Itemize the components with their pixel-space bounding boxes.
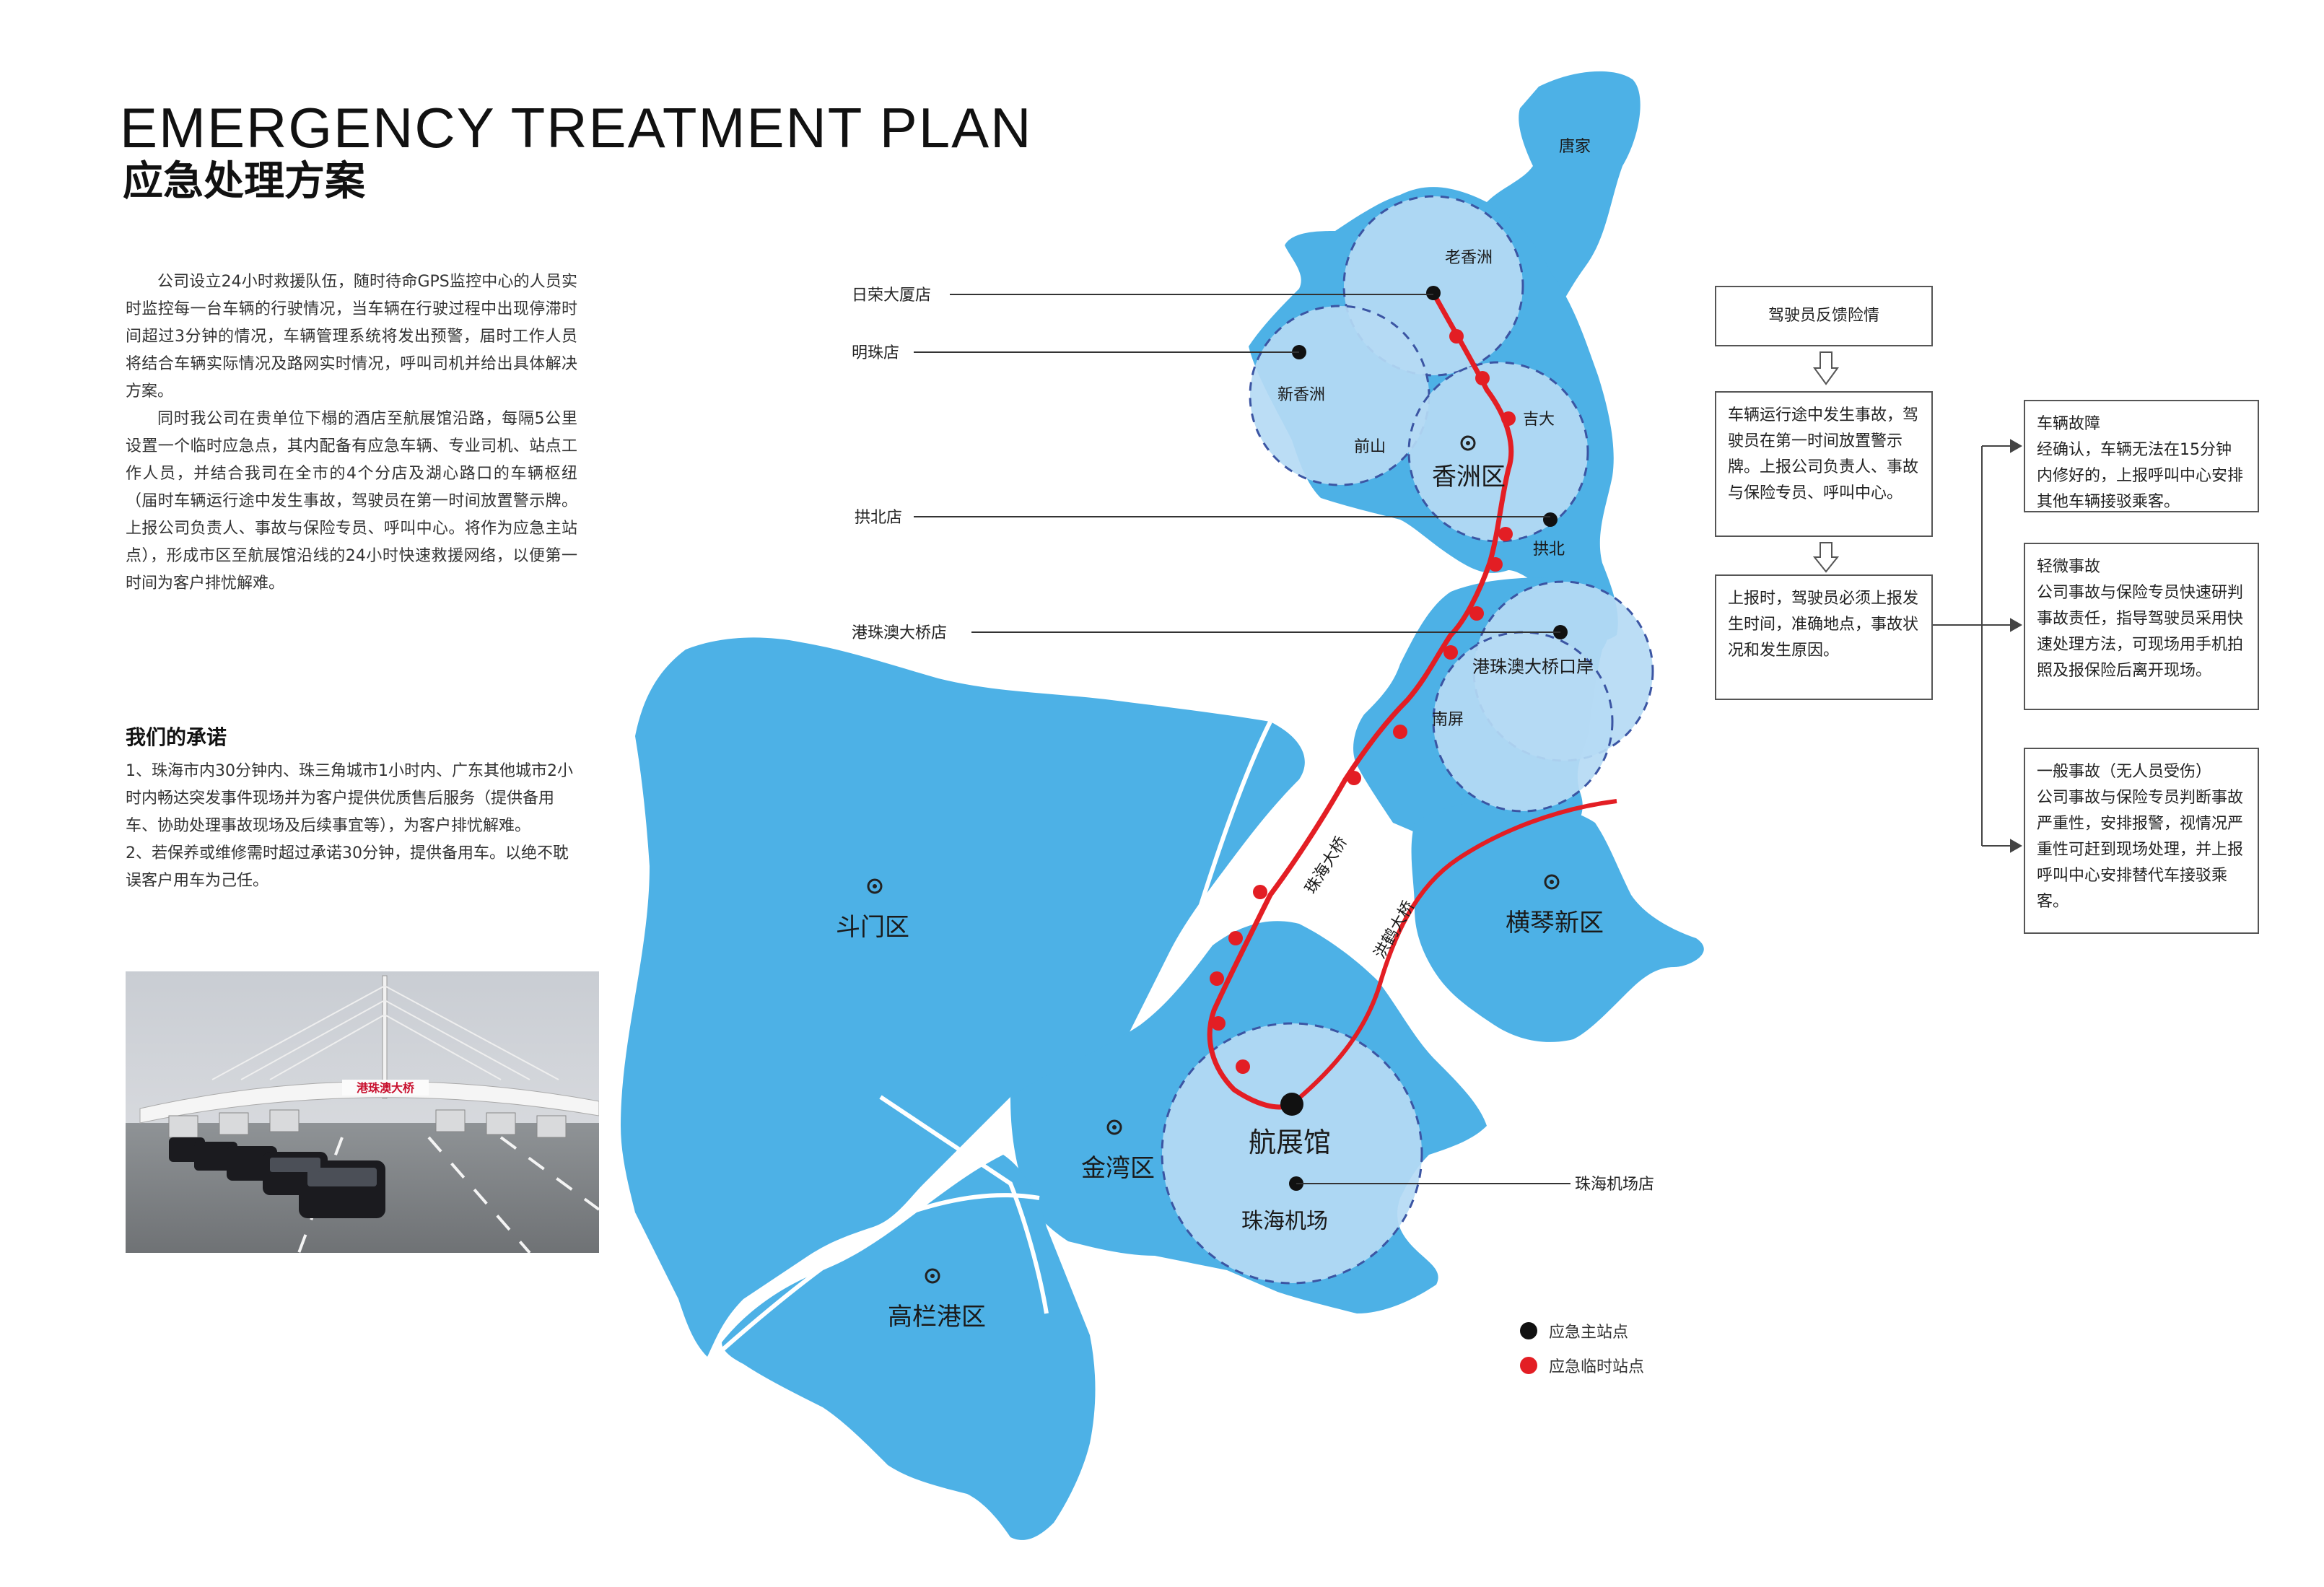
district-marker-gaolangang <box>925 1268 940 1284</box>
coverage-expo <box>1161 1022 1423 1285</box>
page-title-cn: 应急处理方案 <box>123 158 365 205</box>
district-marker-doumen <box>867 878 883 894</box>
district-markers <box>867 435 1560 1284</box>
district-marker-jinwan <box>1106 1119 1122 1135</box>
temp-station <box>1488 557 1503 572</box>
road-white-1 <box>1181 720 1272 961</box>
intro-text: 公司设立24小时救援队伍，随时待命GPS监控中心的人员实时监控每一台车辆的行驶情… <box>126 268 577 598</box>
label-gongbei: 拱北 <box>1533 541 1565 559</box>
temp-station <box>1498 527 1513 541</box>
flow-start-label: 驾驶员反馈险情 <box>1768 307 1879 325</box>
label-doumen: 斗门区 <box>836 913 909 942</box>
region-gaolangang <box>722 1155 1096 1540</box>
temp-station <box>1443 645 1458 660</box>
route-honghe-bridge <box>1290 799 1617 1106</box>
temp-station <box>1228 931 1243 945</box>
legend-temp: 应急临时站点 <box>1520 1348 1644 1383</box>
gate-sign-text: 港珠澳大桥 <box>357 1081 415 1095</box>
road-white-2 <box>879 1095 1049 1314</box>
legend-main: 应急主站点 <box>1520 1313 1644 1348</box>
flow-branch-general-title: 一般事故（无人员受伤） <box>2037 763 2212 781</box>
flow-branch-minor-text: 公司事故与保险专员快速研判事故责任，指导驾驶员采用快速处理方法，可现场用手机拍照… <box>2037 584 2244 680</box>
coverage-circles <box>1161 195 1654 1285</box>
label-nanping: 南屏 <box>1432 711 1464 729</box>
store-label-mingzhu: 明珠店 <box>852 344 899 362</box>
coverage-xiangzhou <box>1407 361 1589 543</box>
label-jinwan: 金湾区 <box>1081 1154 1155 1183</box>
intro-paragraph-1: 公司设立24小时救援队伍，随时待命GPS监控中心的人员实时监控每一台车辆的行驶情… <box>126 273 577 401</box>
district-marker-xiangzhou <box>1460 435 1476 451</box>
temp-station <box>1236 1059 1250 1074</box>
intro-paragraph-2: 同时我公司在贵单位下榻的酒店至航展馆沿路，每隔5公里设置一个临时应急点，其内配备… <box>126 410 577 593</box>
flow-step2-text: 上报时，驾驶员必须上报发生时间，准确地点，事故状况和发生原因。 <box>1728 590 1919 660</box>
flow-branch-general-text: 公司事故与保险专员判断事故严重性，安排报警，视情况严重性可赶到现场处理，并上报呼… <box>2037 789 2244 911</box>
coverage-nanping <box>1432 631 1614 813</box>
main-station-gongbei <box>1543 512 1558 527</box>
label-hengqin: 横琴新区 <box>1506 909 1604 937</box>
promise-list: 1、珠海市内30分钟内、珠三角城市1小时内、广东其他城市2小时内畅达突发事件现场… <box>126 758 577 895</box>
label-expo: 航展馆 <box>1249 1127 1331 1158</box>
temp-station <box>1210 971 1224 986</box>
flow-step1-text: 车辆运行途中发生事故，驾驶员在第一时间放置警示牌。上报公司负责人、事故与保险专员… <box>1728 406 1919 502</box>
label-airport: 珠海机场 <box>1241 1209 1328 1234</box>
map-legend: 应急主站点 应急临时站点 <box>1520 1313 1644 1383</box>
region-doumen <box>621 637 1305 1357</box>
store-label-airport: 珠海机场店 <box>1575 1176 1654 1194</box>
temp-station <box>1501 411 1516 426</box>
flow-arrow-1 <box>1813 351 1839 385</box>
label-jida: 吉大 <box>1523 411 1555 429</box>
district-marker-hengqin <box>1544 874 1560 890</box>
store-label-bridge: 港珠澳大桥店 <box>852 624 947 642</box>
map-roads <box>713 720 1272 1359</box>
temp-station <box>1469 606 1484 621</box>
promise-item-2: 2、若保养或维修需时超过承诺30分钟，提供备用车。以绝不耽误客户用车为己任。 <box>126 844 569 890</box>
flow-branch-breakdown: 车辆故障 经确认，车辆无法在15分钟内修好的，上报呼叫中心安排其他车辆接驳乘客。 <box>2024 400 2259 512</box>
flow-branch-minor: 轻微事故 公司事故与保险专员快速研判事故责任，指导驾驶员采用快速处理方法，可现场… <box>2024 543 2259 710</box>
flow-arrow-2 <box>1812 542 1840 573</box>
page-title-en: EMERGENCY TREATMENT PLAN <box>120 96 1033 159</box>
bridge-toll-photo: 港珠澳大桥 <box>126 971 599 1253</box>
temp-station <box>1449 329 1464 344</box>
region-hengqin <box>1411 801 1704 1042</box>
label-xinxiangzhou: 新香洲 <box>1277 386 1325 404</box>
main-station-rirong <box>1426 286 1441 300</box>
flow-branch-general: 一般事故（无人员受伤） 公司事故与保险专员判断事故严重性，安排报警，视情况严重性… <box>2024 748 2259 934</box>
legend-main-label: 应急主站点 <box>1549 1324 1629 1342</box>
temp-stations <box>1210 329 1516 1074</box>
flow-branch-breakdown-text: 经确认，车辆无法在15分钟内修好的，上报呼叫中心安排其他车辆接驳乘客。 <box>2037 441 2244 511</box>
label-laoxiangzhou: 老香洲 <box>1445 249 1493 267</box>
flow-step1-box: 车辆运行途中发生事故，驾驶员在第一时间放置警示牌。上报公司负责人、事故与保险专员… <box>1715 391 1933 537</box>
label-qianshan: 前山 <box>1354 438 1386 456</box>
road-white-3 <box>713 1193 1040 1359</box>
label-honghe-bridge: 洪鹤大桥 <box>1371 898 1419 962</box>
flow-step2-box: 上报时，驾驶员必须上报发生时间，准确地点，事故状况和发生原因。 <box>1715 574 1933 700</box>
store-leader-lines <box>914 294 1571 1184</box>
store-label-gongbei: 拱北店 <box>855 509 902 527</box>
promise-item-1: 1、珠海市内30分钟内、珠三角城市1小时内、广东其他城市2小时内畅达突发事件现场… <box>126 762 573 835</box>
legend-main-dot <box>1520 1322 1537 1339</box>
flow-branch-breakdown-title: 车辆故障 <box>2037 415 2101 433</box>
flow-start-box: 驾驶员反馈险情 <box>1715 286 1933 346</box>
label-port: 港珠澳大桥口岸 <box>1472 657 1594 677</box>
main-station-expo <box>1280 1093 1303 1116</box>
promise-title: 我们的承诺 <box>126 725 227 749</box>
label-tangjia: 唐家 <box>1559 138 1591 156</box>
bridge-toll-illustration: 港珠澳大桥 <box>126 971 599 1253</box>
temp-station <box>1347 771 1361 785</box>
temp-station <box>1253 885 1267 899</box>
flow-branch-minor-title: 轻微事故 <box>2037 558 2101 576</box>
legend-temp-label: 应急临时站点 <box>1549 1358 1645 1376</box>
label-xiangzhou: 香洲区 <box>1432 463 1506 491</box>
store-label-rirong: 日荣大厦店 <box>852 287 931 305</box>
label-gaolangang: 高栏港区 <box>888 1303 986 1332</box>
temp-station <box>1475 371 1490 385</box>
temp-station <box>1211 1016 1226 1031</box>
legend-temp-dot <box>1520 1357 1537 1374</box>
route-main <box>1207 292 1514 1110</box>
temp-station <box>1393 725 1407 739</box>
